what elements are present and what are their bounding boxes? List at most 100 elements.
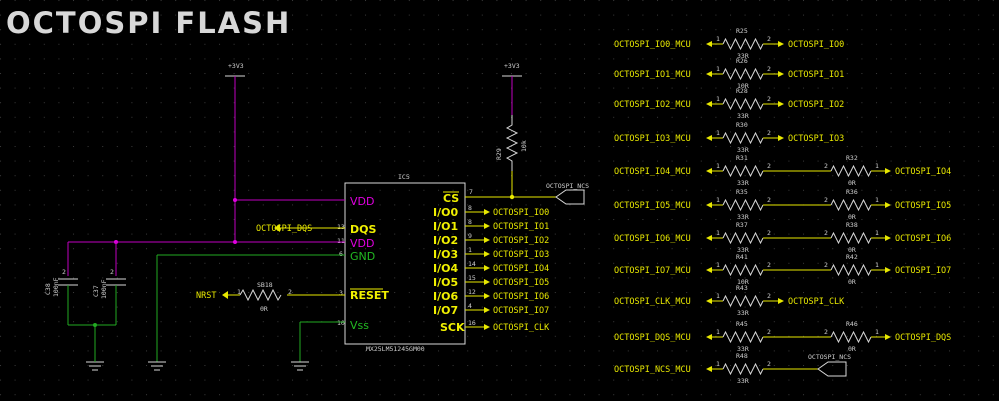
resistor-r37 [722,231,764,245]
net-label-flash: OCTOSPI_IO6 [895,234,951,244]
pin-name-io5: I/O5 [433,276,458,289]
svg-text:2: 2 [767,65,771,73]
resistor-value: 33R [737,146,749,154]
net-label-mcu: OCTOSPI_IO2_MCU [614,100,691,110]
pin-num-io7: 4 [468,302,472,310]
resistor-r28 [722,97,764,111]
pin-name-gnd: GND [350,250,375,263]
resistor-ref: R32 [846,154,858,162]
port-octospi-ncs[interactable] [555,189,585,205]
c38-ref: C38 [44,283,52,295]
pin-name-vdd-1: VDD [350,195,374,208]
svg-text:1: 1 [716,129,720,137]
resistor-r25 [722,37,764,51]
svg-text:2: 2 [767,129,771,137]
svg-text:2: 2 [767,35,771,43]
resistor-ref: R43 [736,284,748,292]
pin-num-vss: 10 [337,319,345,327]
svg-text:1: 1 [716,65,720,73]
svg-text:1: 1 [875,196,879,204]
resistor-value: 33R [737,345,749,353]
resistor-r32 [830,164,872,178]
resistor-value: 33R [737,112,749,120]
svg-text:1: 1 [716,261,720,269]
capacitor-c37[interactable]: 2 C37 100nF [92,242,126,325]
net-label-io5: OCTOSPI_IO5 [493,278,549,288]
resistor-value: 33R [737,52,749,60]
pin-name-io7: I/O7 [433,304,458,317]
net-label-flash: OCTOSPI_IO7 [895,266,951,276]
svg-text:2: 2 [767,360,771,368]
resistor-r43 [722,294,764,308]
pin-num-vdd: 11 [337,237,345,245]
net-label-sck: OCTOSPI_CLK [493,323,550,333]
svg-text:1: 1 [875,261,879,269]
port-octospi-ncs-row [817,361,847,377]
net-label-flash: OCTOSPI_IO4 [895,167,951,177]
resistor-ref: R48 [736,352,748,360]
pin-num-io2: 9 [468,232,472,240]
resistor-value: 10R [737,82,749,90]
net-label-mcu: OCTOSPI_IO1_MCU [614,70,691,80]
pin-num-gnd: 6 [339,250,343,258]
ic5-symbol[interactable]: IC5 MX25LM51245GM00 VDD DQS VDD GND RESE… [337,173,466,353]
resistor-ref: R36 [846,188,858,196]
net-label-io7: OCTOSPI_IO7 [493,306,549,316]
resistor-value: 0R [848,246,856,254]
svg-text:1: 1 [716,360,720,368]
ground-symbol-1 [148,361,166,371]
power-label-left: +3V3 [228,62,244,70]
net-label-mcu: OCTOSPI_NCS_MCU [614,365,691,375]
svg-text:7: 7 [469,188,473,196]
resistor-value: 0R [848,179,856,187]
net-label-mcu: OCTOSPI_IO3_MCU [614,134,691,144]
net-label-dqs: OCTOSPI_DQS [256,224,312,234]
sb18-value: 0R [260,305,268,313]
net-label-mcu: OCTOSPI_IO0_MCU [614,40,691,50]
pin-name-io1: I/O1 [433,220,458,233]
net-label-io3: OCTOSPI_IO3 [493,250,549,260]
svg-text:2: 2 [767,196,771,204]
resistor-ref: R46 [846,320,858,328]
resistor-sb18[interactable]: SB18 0R 1 2 [222,281,345,313]
pin-num-io0: 8 [468,204,472,212]
svg-text:1: 1 [875,229,879,237]
resistor-ref: R31 [736,154,748,162]
svg-text:1: 1 [716,328,720,336]
ic5-refdes: IC5 [398,173,410,181]
pin-name-io4: I/O4 [433,262,458,275]
sb18-ref: SB18 [257,281,273,289]
resistor-value: 0R [848,278,856,286]
net-label-io4: OCTOSPI_IO4 [493,264,549,274]
pin-name-io3: I/O3 [433,248,458,261]
pin-name-vss: Vss [350,319,369,332]
net-label-mcu: OCTOSPI_IO4_MCU [614,167,691,177]
svg-text:1: 1 [875,162,879,170]
c38-value: 100nF [52,277,60,297]
pin-name-cs: CS [443,192,459,205]
net-label-io0: OCTOSPI_IO0 [493,208,549,218]
resistor-r29[interactable]: R29 10k [495,115,528,197]
resistor-ref: R38 [846,221,858,229]
svg-text:1: 1 [716,292,720,300]
net-label-flash: OCTOSPI_IO1 [788,70,844,80]
svg-text:1: 1 [716,95,720,103]
capacitor-c38[interactable]: 2 C38 100nF [44,242,78,325]
net-label-flash: OCTOSPI_IO0 [788,40,844,50]
resistor-ref: R28 [736,87,748,95]
net-label-flash: OCTOSPI_CLK [788,297,845,307]
pin-name-reset: RESET [350,289,389,302]
